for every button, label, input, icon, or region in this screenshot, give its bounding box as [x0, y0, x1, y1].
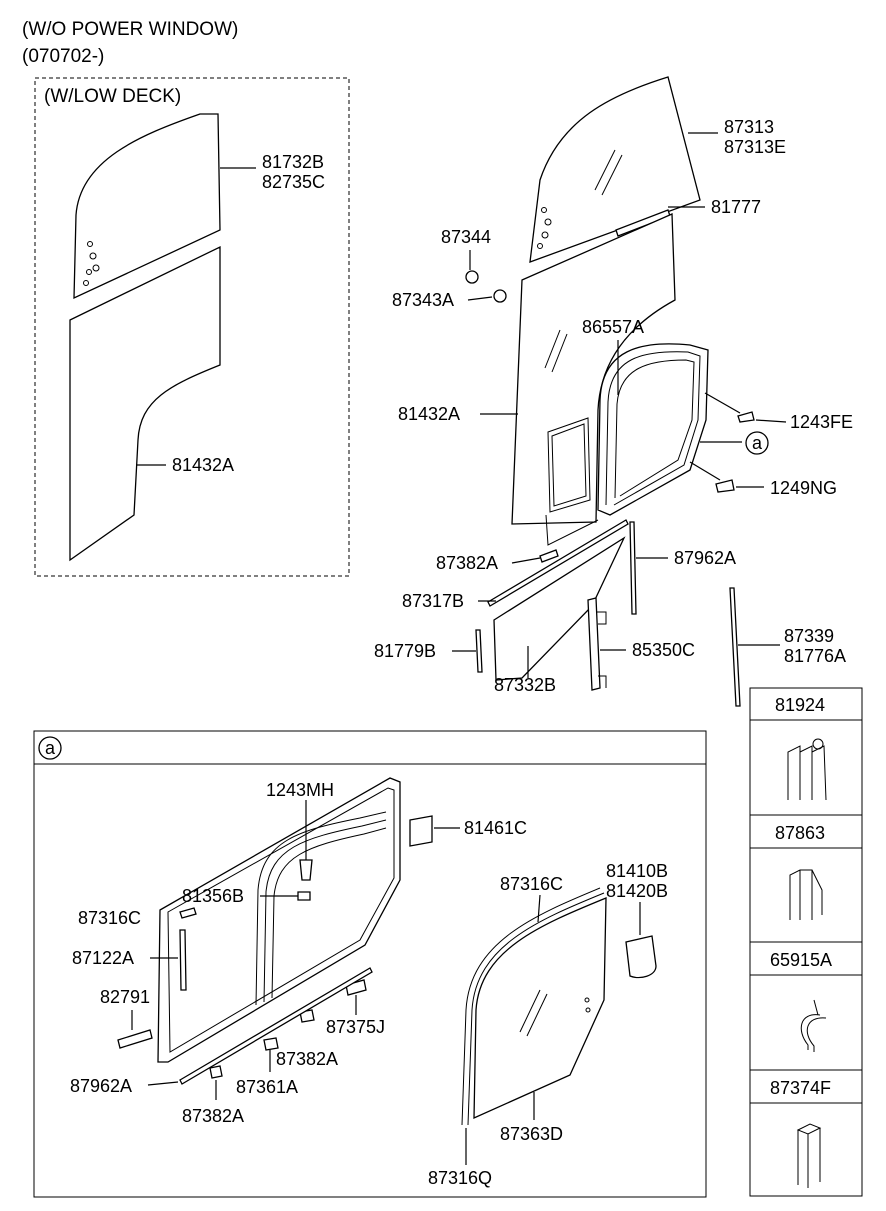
pad-87382a: [539, 549, 559, 563]
u-clip-icon: [800, 999, 827, 1052]
label-81776a: 81776A: [784, 646, 846, 666]
seal-87316c-left: [179, 907, 197, 919]
label-87363d: 87363D: [500, 1124, 563, 1144]
detail-callout-marker: [38, 736, 62, 760]
label-81461c: 81461C: [464, 818, 527, 838]
clip-87344: [465, 270, 479, 284]
callout-a: a: [752, 433, 763, 453]
label-81432a-lowdeck: 81432A: [172, 455, 234, 475]
label-85350c: 85350C: [632, 640, 695, 660]
pad-82791: [117, 1029, 153, 1049]
pad-87361a: [263, 1037, 279, 1051]
side-box-2-code: 87863: [775, 823, 825, 843]
header-date: (070702-): [22, 46, 104, 67]
strip-81779b: [475, 629, 483, 673]
square-post-icon: [796, 1123, 822, 1188]
label-1243mh: 1243MH: [266, 780, 334, 800]
header-title: (W/O POWER WINDOW): [22, 19, 238, 40]
label-1249ng: 1249NG: [770, 478, 837, 498]
label-81777: 81777: [711, 197, 761, 217]
hinge-81461c: [409, 815, 433, 847]
side-box-3-code: 65915A: [770, 950, 832, 970]
label-87313: 87313: [724, 117, 774, 137]
run-channel: [629, 521, 637, 615]
low-deck-box: (W/LOW DECK) 81732B 82735C 81432A: [34, 77, 350, 577]
label-87316q: 87316Q: [428, 1168, 492, 1188]
label-1243fe: 1243FE: [790, 412, 853, 432]
main-assembly: 87313 87313E 81777 87344 87343A 81432A 8…: [374, 76, 853, 707]
run-87962a-detail: [179, 967, 373, 1085]
channel-clip-icon: [789, 869, 823, 920]
latch-81410b: [625, 935, 657, 979]
label-87962a-detail: 87962A: [70, 1076, 132, 1096]
detail-callout: a: [45, 738, 56, 758]
label-87316c-left: 87316C: [78, 908, 141, 928]
label-87375j: 87375J: [326, 1017, 385, 1037]
seal-87339: [729, 587, 741, 707]
label-87962a: 87962A: [674, 548, 736, 568]
screw-1243fe: [737, 411, 755, 423]
label-87332b: 87332B: [494, 675, 556, 695]
clip-87343a: [493, 289, 507, 303]
label-81779b: 81779B: [374, 641, 436, 661]
label-87316c-glass: 87316C: [500, 874, 563, 894]
detail-frame: [157, 777, 401, 1063]
label-87361a: 87361A: [236, 1077, 298, 1097]
screw-1249ng: [715, 479, 735, 493]
label-87382a-detail: 87382A: [276, 1049, 338, 1069]
lower-glass: [493, 536, 626, 681]
sliding-frame: [597, 343, 709, 516]
low-deck-title: (W/LOW DECK): [44, 86, 181, 107]
label-81432a: 81432A: [398, 404, 460, 424]
label-82791: 82791: [100, 987, 150, 1007]
label-87122a: 87122A: [72, 948, 134, 968]
weather-strip: [487, 519, 629, 607]
low-deck-upper-glass: [73, 113, 221, 300]
label-87339: 87339: [784, 626, 834, 646]
label-86557a: 86557A: [582, 317, 644, 337]
detail-box: a 1243MH 81461C 81356B 87316C 87122A 827…: [33, 730, 707, 1198]
side-box-4-code: 87374F: [770, 1078, 831, 1098]
label-87343a: 87343A: [392, 290, 454, 310]
double-channel-icon: [787, 738, 827, 801]
label-81356b: 81356B: [182, 886, 244, 906]
bolt-81356b: [297, 891, 311, 901]
label-82735c: 82735C: [262, 172, 325, 192]
pad-87382a-lower: [209, 1065, 223, 1079]
callout-a-marker: [745, 431, 769, 455]
slider-85350c: [587, 597, 601, 691]
low-deck-lower-panel: [69, 245, 221, 562]
screw-1243mh: [299, 859, 313, 881]
label-81732b: 81732B: [262, 152, 324, 172]
label-87317b: 87317B: [402, 591, 464, 611]
label-87313e: 87313E: [724, 137, 786, 157]
channel-87122a: [179, 929, 187, 991]
label-87382a-lower: 87382A: [182, 1106, 244, 1126]
side-boxes: 81924 87863 65915A 87374F: [749, 687, 863, 1197]
label-87344: 87344: [441, 227, 491, 247]
label-87382a: 87382A: [436, 553, 498, 573]
label-81420b: 81420B: [606, 881, 668, 901]
label-81410b: 81410B: [606, 861, 668, 881]
side-box-1-code: 81924: [775, 695, 825, 715]
